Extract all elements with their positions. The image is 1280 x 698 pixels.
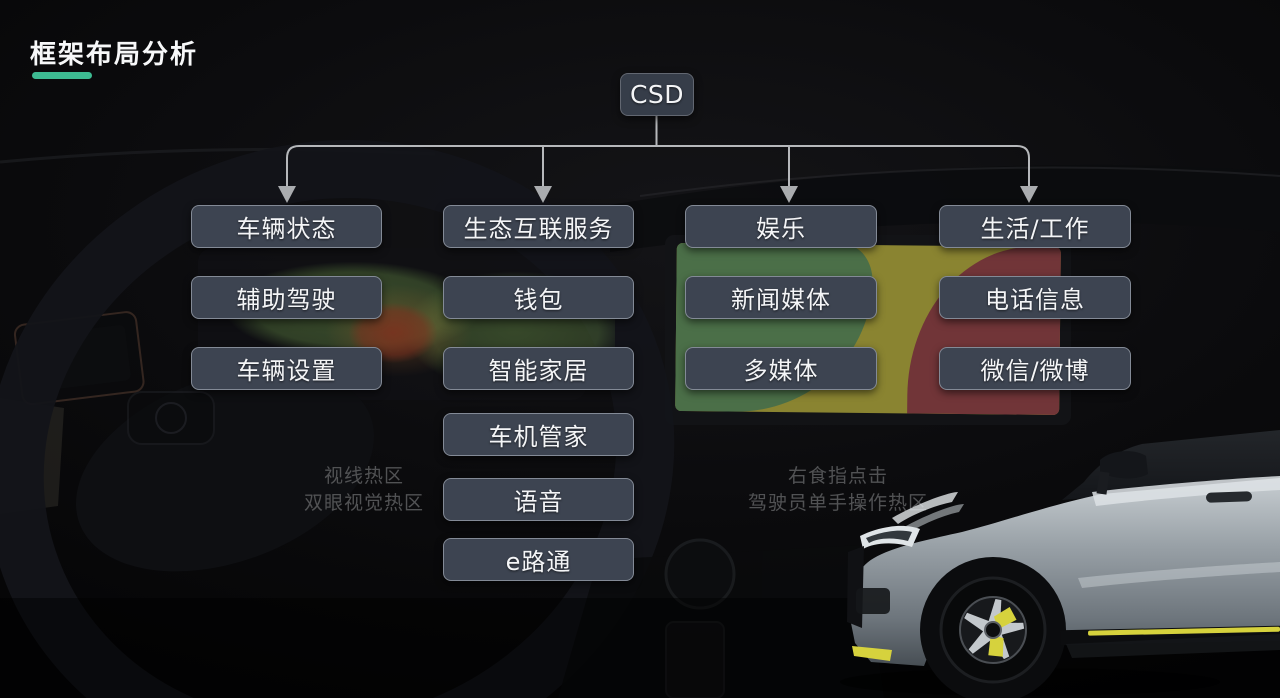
node-entertainment: 娱乐 [685, 205, 877, 248]
car-door-crease [1078, 562, 1280, 588]
node-head-unit-manager: 车机管家 [443, 413, 634, 456]
dashboard-brow-highlight [639, 166, 1280, 197]
car-front-accent [852, 646, 892, 661]
node-smart-home: 智能家居 [443, 347, 634, 390]
car-door-handle [1206, 491, 1252, 503]
node-assisted-driving: 辅助驾驶 [191, 276, 382, 319]
annotation-gaze-hotzone: 视线热区 双眼视觉热区 [254, 463, 474, 517]
car-side-mirror [1100, 451, 1148, 479]
node-voice: 语音 [443, 478, 634, 521]
node-wallet: 钱包 [443, 276, 634, 319]
node-vehicle-status: 车辆状态 [191, 205, 382, 248]
annotation-touch-hotzone: 右食指点击 驾驶员单手操作热区 [728, 463, 948, 517]
node-vehicle-settings: 车辆设置 [191, 347, 382, 390]
car-body [849, 478, 1280, 666]
node-phone-messages: 电话信息 [939, 276, 1131, 319]
node-life-work: 生活/工作 [939, 205, 1131, 248]
annotation-touch-line1: 右食指点击 [787, 465, 888, 487]
car-headlight [860, 525, 920, 549]
node-multimedia: 多媒体 [685, 347, 877, 390]
node-wechat-weibo: 微信/微博 [939, 347, 1131, 390]
node-csd-root: CSD [620, 73, 694, 116]
annotation-gaze-line1: 视线热区 [323, 465, 404, 487]
node-news-media: 新闻媒体 [685, 276, 877, 319]
title-underline [32, 72, 92, 79]
node-e-lutong: e路通 [443, 538, 634, 581]
car-rim-accent [988, 606, 1017, 657]
car-exterior-image [840, 430, 1280, 698]
node-eco-connect-services: 生态互联服务 [443, 205, 634, 248]
annotation-touch-line2: 驾驶员单手操作热区 [747, 492, 928, 514]
page-title: 框架布局分析 [30, 40, 199, 70]
annotation-gaze-line2: 双眼视觉热区 [303, 492, 424, 514]
car-wheel-rim [959, 596, 1027, 664]
car-beltline [1092, 476, 1280, 506]
car-grille [847, 546, 864, 628]
center-console [558, 538, 884, 698]
